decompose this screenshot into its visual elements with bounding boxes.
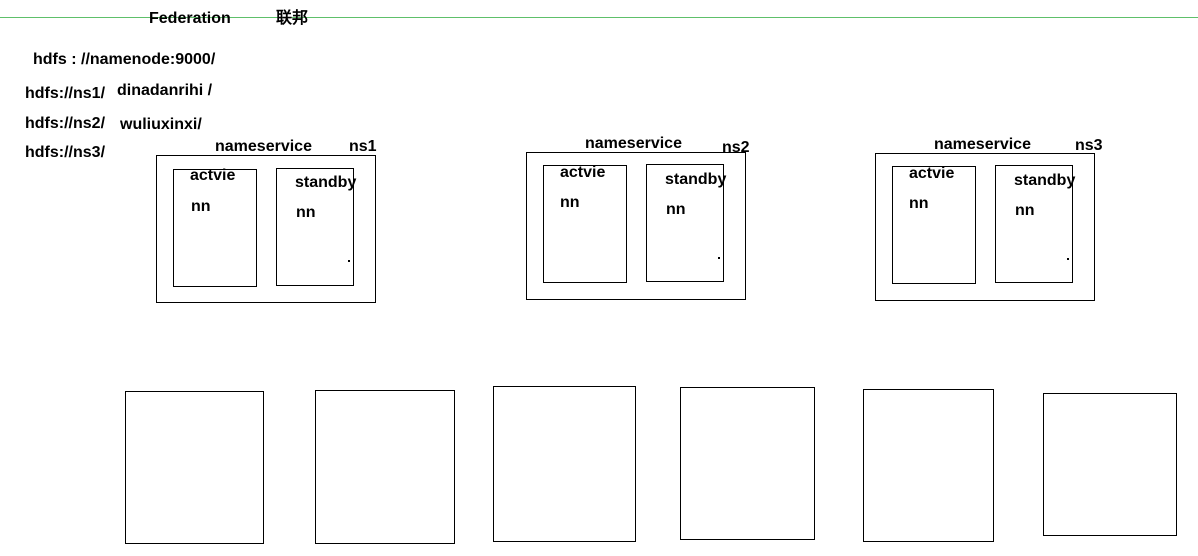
path-ns1-dir: dinadanrihi /	[117, 82, 213, 99]
path-ns2-dir: wuliuxinxi/	[120, 116, 202, 133]
nameservice-label: nameservice	[934, 136, 1031, 153]
path-namenode: hdfs : //namenode:9000/	[33, 51, 216, 68]
standby-namenode-label-nn: nn	[666, 201, 686, 218]
nameservice-box	[526, 152, 746, 300]
nameservice-box	[875, 153, 1095, 301]
datanode-box-4	[680, 387, 815, 540]
active-namenode-label-nn: nn	[191, 198, 211, 215]
stray-dot	[1067, 258, 1069, 260]
nameservice-id: ns1	[349, 138, 377, 155]
stray-dot	[718, 257, 720, 259]
stray-dot	[348, 260, 350, 262]
active-namenode-label: actvie	[560, 164, 606, 181]
datanode-box-2	[315, 390, 455, 544]
nameservice-id: ns2	[722, 139, 750, 156]
header-title-cn: 联邦	[276, 8, 309, 27]
standby-namenode-label: standby	[665, 171, 727, 188]
active-namenode-box	[892, 166, 976, 284]
standby-namenode-label-nn: nn	[1015, 202, 1035, 219]
nameservice-id: ns3	[1075, 137, 1103, 154]
active-namenode-box	[173, 169, 257, 287]
standby-namenode-box	[646, 164, 724, 282]
standby-namenode-box	[276, 168, 354, 286]
path-ns2: hdfs://ns2/	[25, 115, 106, 132]
datanode-box-3	[493, 386, 636, 542]
active-namenode-label: actvie	[190, 167, 236, 184]
standby-namenode-box	[995, 165, 1073, 283]
path-ns3: hdfs://ns3/	[25, 144, 106, 161]
standby-namenode-label: standby	[295, 174, 357, 191]
header-divider-line	[0, 17, 1198, 18]
nameservice-label: nameservice	[215, 138, 312, 155]
active-namenode-label: actvie	[909, 165, 955, 182]
path-ns1: hdfs://ns1/	[25, 85, 106, 102]
standby-namenode-label: standby	[1014, 172, 1076, 189]
standby-namenode-label-nn: nn	[296, 204, 316, 221]
datanode-box-5	[863, 389, 994, 542]
datanode-box-6	[1043, 393, 1177, 536]
nameservice-label: nameservice	[585, 135, 682, 152]
active-namenode-label-nn: nn	[909, 195, 929, 212]
header-title: Federation	[149, 10, 231, 27]
nameservice-box	[156, 155, 376, 303]
active-namenode-label-nn: nn	[560, 194, 580, 211]
datanode-box-1	[125, 391, 264, 544]
active-namenode-box	[543, 165, 627, 283]
